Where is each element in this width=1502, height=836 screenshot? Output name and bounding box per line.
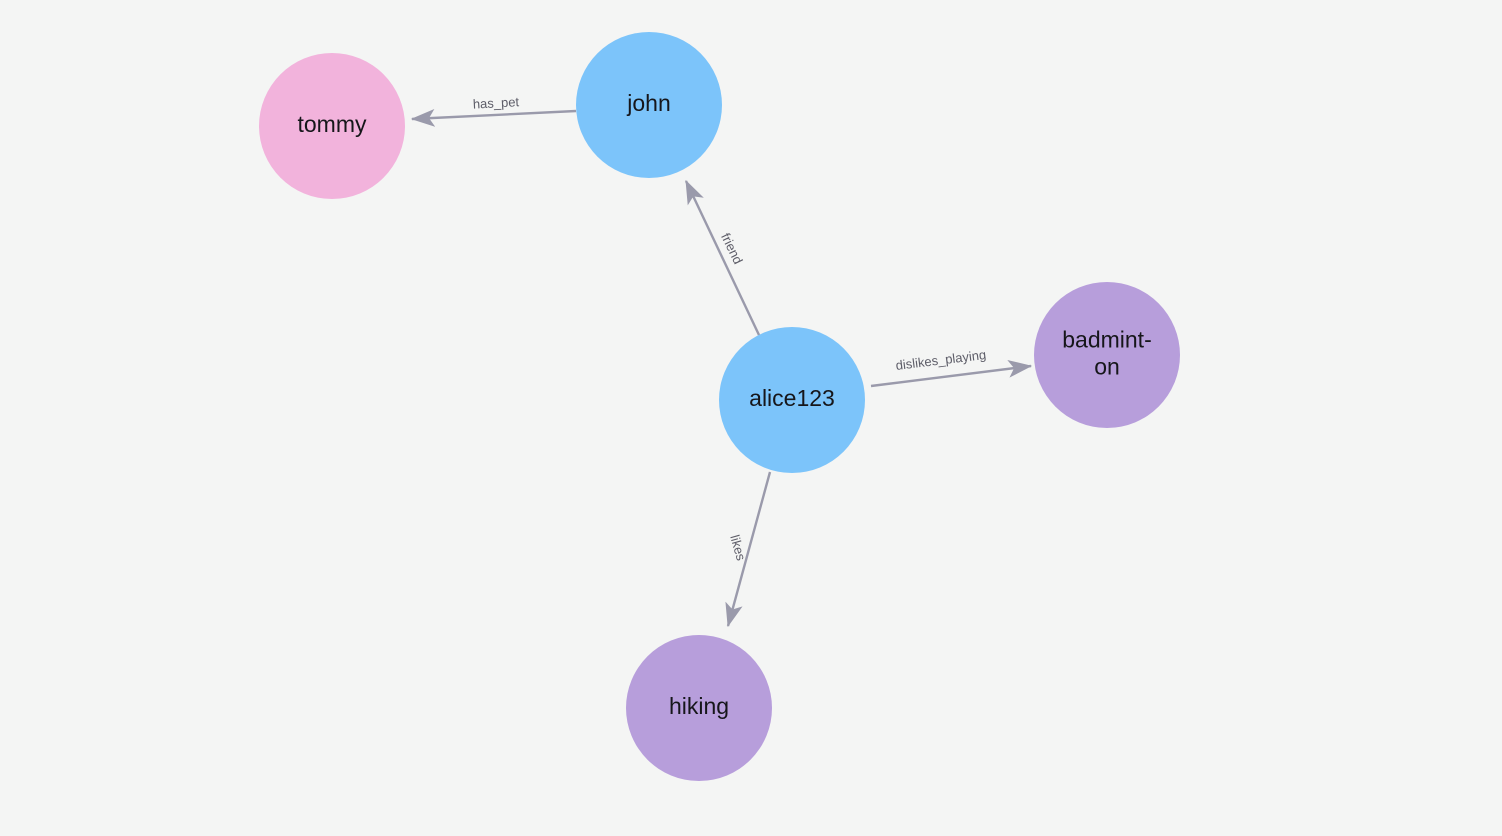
node-circle-tommy[interactable] — [259, 53, 405, 199]
graph-edge[interactable] — [684, 179, 761, 336]
graph-node-badminton[interactable]: badmint-on — [1034, 282, 1180, 428]
graph-node-tommy[interactable]: tommy — [259, 53, 405, 199]
graph-node-hiking[interactable]: hiking — [626, 635, 772, 781]
graph-node-john[interactable]: john — [576, 32, 722, 178]
graph-edge[interactable] — [725, 471, 772, 628]
graph-edge[interactable] — [870, 360, 1033, 388]
node-circle-alice123[interactable] — [719, 327, 865, 473]
edge-label: dislikes_playing — [895, 347, 987, 373]
edge-label: has_pet — [472, 94, 519, 111]
node-circle-john[interactable] — [576, 32, 722, 178]
node-circle-badminton[interactable] — [1034, 282, 1180, 428]
graph-edge[interactable] — [410, 109, 577, 127]
nodes-layer: tommy john alice123 badmint-on hiking — [259, 32, 1180, 781]
graph-node-alice123[interactable]: alice123 — [719, 327, 865, 473]
edge-label: friend — [718, 231, 746, 267]
node-circle-hiking[interactable] — [626, 635, 772, 781]
edges-layer — [410, 109, 1033, 628]
